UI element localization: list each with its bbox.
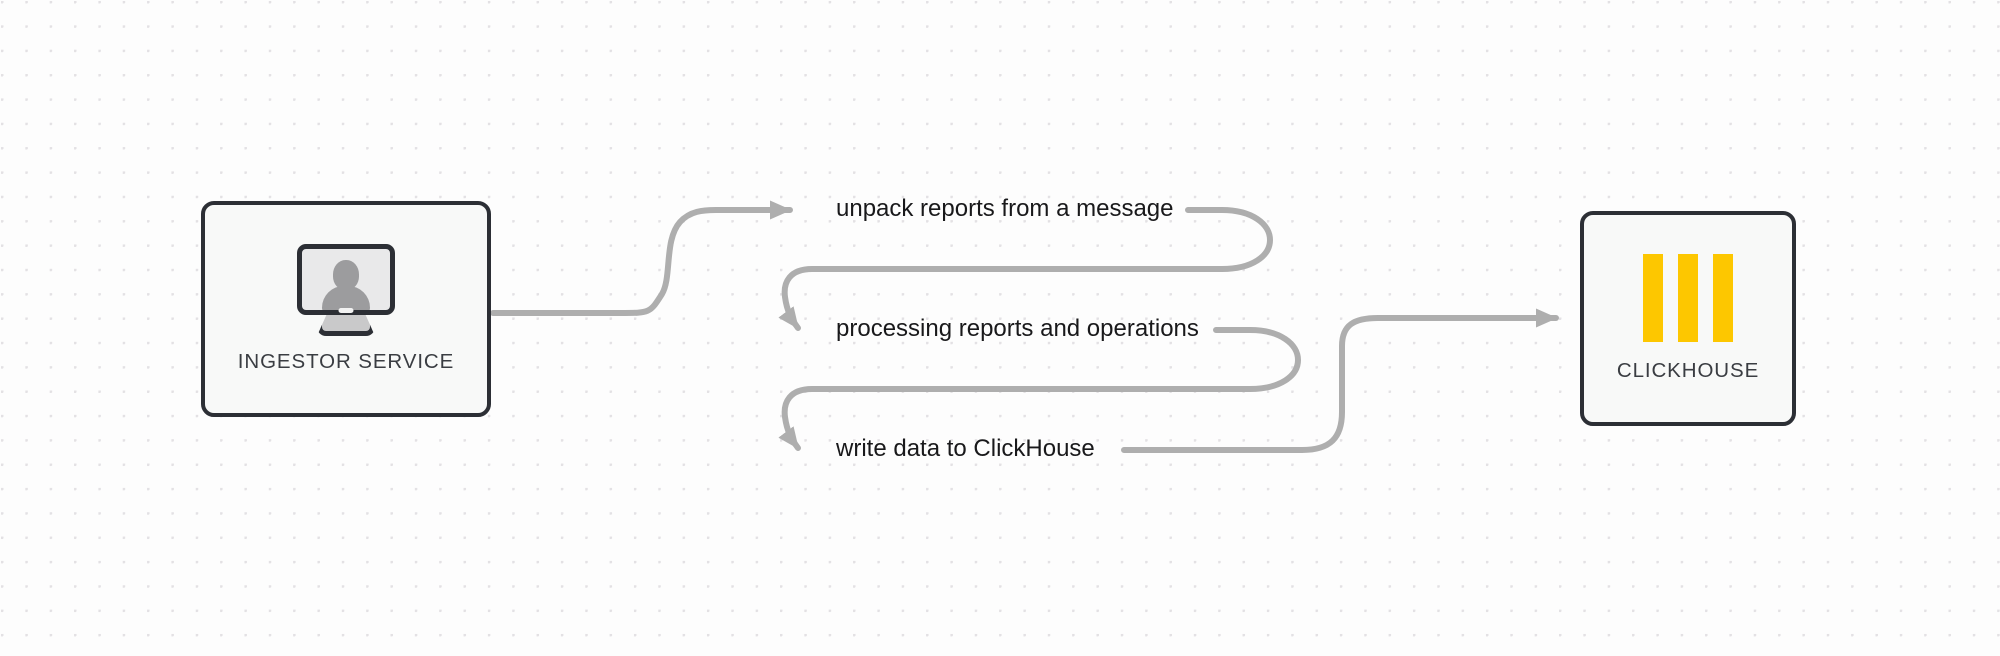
clickhouse-bar-2 bbox=[1678, 254, 1698, 342]
edge-label-step-2: processing reports and operations bbox=[836, 315, 1199, 342]
monitor-user-icon bbox=[292, 244, 400, 336]
monitor-notch-icon bbox=[338, 308, 354, 313]
node-clickhouse-label: CLICKHOUSE bbox=[1616, 359, 1760, 382]
edge-label-step-3: write data to ClickHouse bbox=[836, 435, 1095, 462]
clickhouse-bar-3 bbox=[1713, 254, 1733, 342]
clickhouse-bar-1 bbox=[1643, 254, 1663, 342]
monitor-screen-icon bbox=[297, 244, 395, 315]
edge-label-step-1: unpack reports from a message bbox=[836, 195, 1174, 222]
edge-ingestor-to-step1 bbox=[490, 200, 793, 316]
user-body-icon bbox=[322, 286, 370, 310]
node-ingestor-label: INGESTOR SERVICE bbox=[237, 350, 455, 373]
edge-step2-to-step3 bbox=[778, 327, 1301, 451]
user-head-icon bbox=[333, 260, 359, 290]
node-ingestor-service[interactable]: INGESTOR SERVICE bbox=[201, 201, 491, 417]
node-clickhouse[interactable]: CLICKHOUSE bbox=[1580, 211, 1796, 426]
clickhouse-logo-icon bbox=[1643, 254, 1733, 342]
edge-step1-to-step2 bbox=[778, 207, 1273, 331]
